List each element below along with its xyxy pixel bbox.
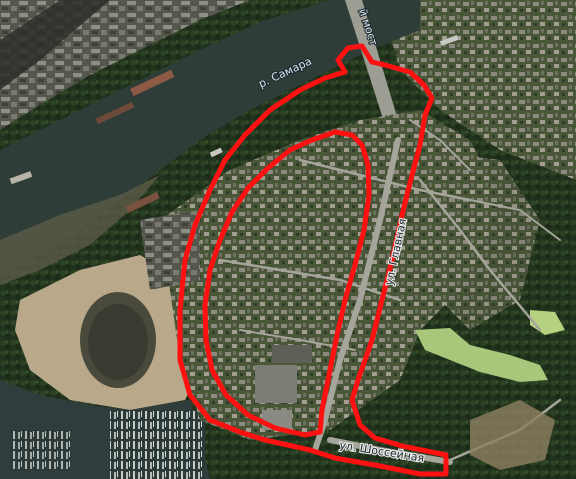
marina xyxy=(110,410,205,479)
roads xyxy=(218,119,562,465)
industrial-south xyxy=(140,210,200,290)
sand-patch xyxy=(470,400,555,470)
marina-left xyxy=(10,430,70,470)
north-bank-dock xyxy=(0,0,110,90)
quarry-pit-inner xyxy=(88,304,148,380)
river-shallows xyxy=(0,175,160,285)
factory-roof xyxy=(272,345,312,363)
factory-block xyxy=(255,365,297,403)
green-pond xyxy=(415,328,548,382)
river-barges xyxy=(9,35,459,213)
north-bank-village xyxy=(380,0,576,180)
highlight-outline[interactable] xyxy=(177,43,449,477)
